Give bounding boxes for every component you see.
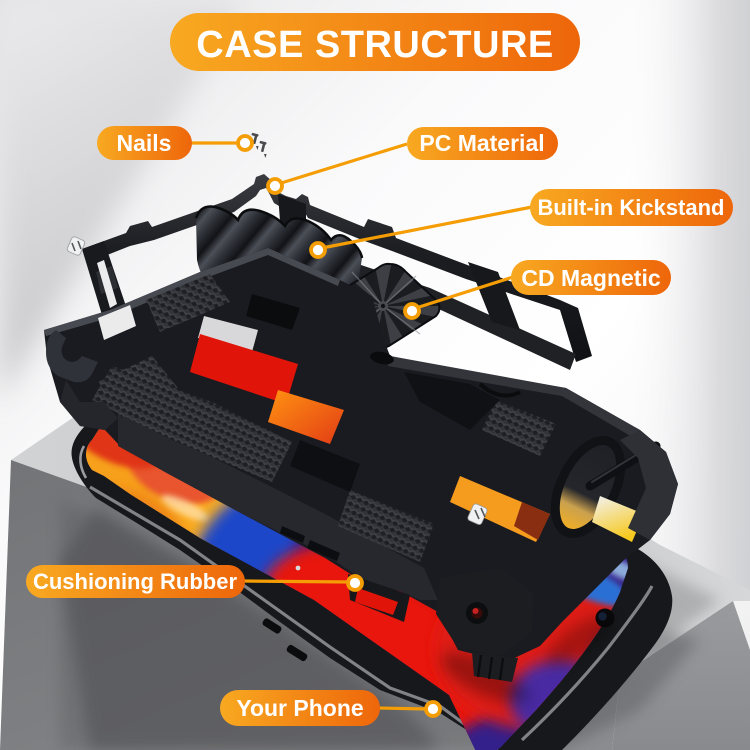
svg-text:Cushioning Rubber: Cushioning Rubber: [33, 569, 238, 594]
svg-text:PC Material: PC Material: [419, 130, 544, 156]
svg-text:CASE STRUCTURE: CASE STRUCTURE: [196, 24, 553, 66]
svg-text:CD Magnetic: CD Magnetic: [521, 265, 661, 291]
svg-text:Built-in Kickstand: Built-in Kickstand: [537, 195, 724, 220]
svg-text:Nails: Nails: [117, 130, 172, 156]
svg-text:Your Phone: Your Phone: [236, 695, 363, 721]
